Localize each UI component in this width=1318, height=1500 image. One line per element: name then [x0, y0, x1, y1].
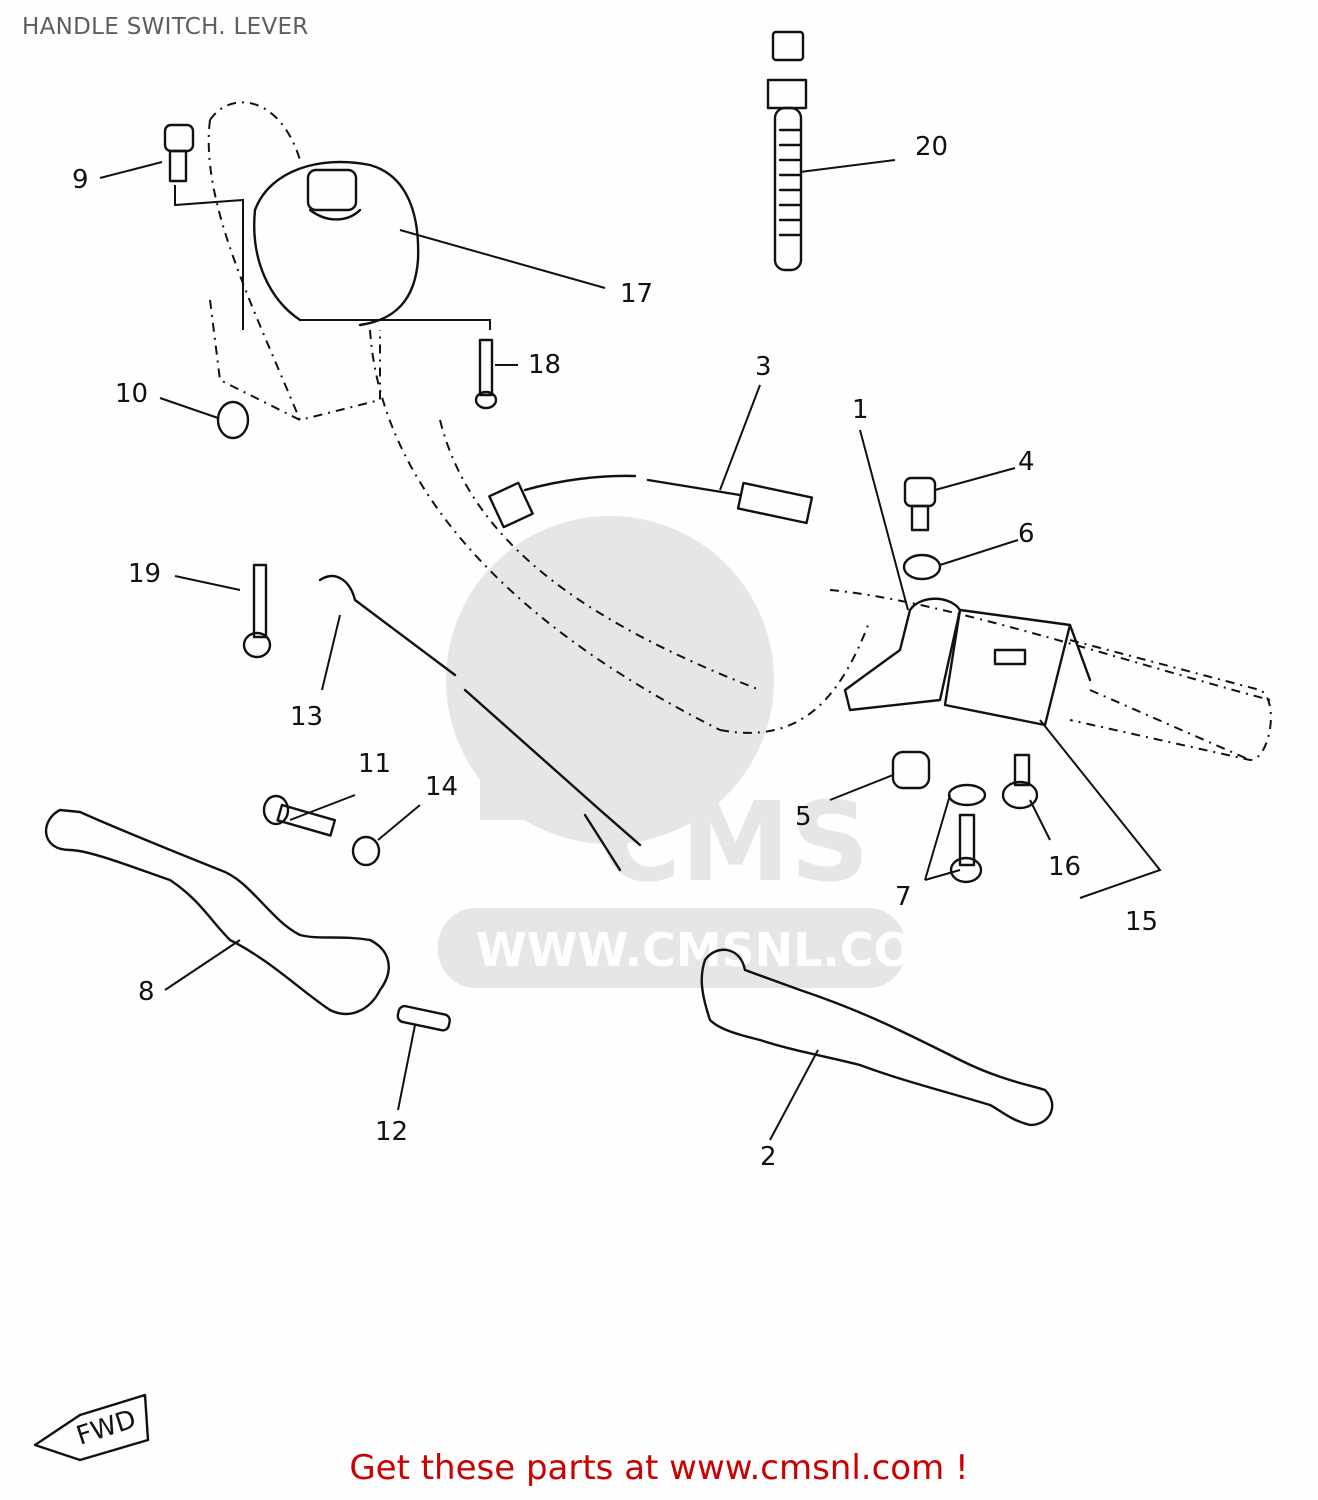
- callout-9: 9: [72, 165, 89, 195]
- callout-6: 6: [1018, 519, 1035, 549]
- callout-10: 10: [115, 379, 148, 409]
- cms-watermark: CMS WWW.CMSNL.COM: [438, 516, 959, 988]
- callout-16: 16: [1048, 852, 1081, 882]
- callout-14: 14: [425, 772, 458, 802]
- callout-19: 19: [128, 559, 161, 589]
- callout-13: 13: [290, 702, 323, 732]
- cable-tie: [766, 30, 808, 272]
- callout-17: 17: [620, 279, 653, 309]
- callout-5: 5: [795, 802, 812, 832]
- page-title: HANDLE SWITCH. LEVER: [22, 14, 309, 40]
- handlebar-outline: [207, 101, 1271, 761]
- left-switch-housing: [209, 160, 491, 422]
- switch-cable: [488, 474, 814, 529]
- callout-7: 7: [895, 882, 912, 912]
- callout-12: 12: [375, 1117, 408, 1147]
- cmsnl-link[interactable]: Get these parts at www.cmsnl.com !: [349, 1448, 969, 1488]
- callout-20: 20: [915, 132, 948, 162]
- brake-lever: [700, 948, 1054, 1127]
- callout-1: 1: [852, 395, 869, 425]
- callout-15: 15: [1125, 907, 1158, 937]
- callout-11: 11: [358, 749, 391, 779]
- right-grip: [1069, 639, 1272, 762]
- watermark-logo: CMS: [600, 778, 869, 906]
- callout-2: 2: [760, 1142, 777, 1172]
- callout-4: 4: [1018, 447, 1035, 477]
- footer-cta: Get these parts at www.cmsnl.com !: [0, 1448, 1318, 1488]
- callout-18: 18: [528, 350, 561, 380]
- leader-lines: [99, 159, 1162, 1141]
- callout-8: 8: [138, 977, 155, 1007]
- small-parts: [163, 123, 1039, 1032]
- right-lever-holder: [843, 597, 1092, 727]
- callout-labels: 1 2 3 4 5 6 7 8 9 10 11 12 13 14 15 16 1…: [72, 132, 1158, 1172]
- clutch-lever: [45, 808, 390, 1016]
- callout-3: 3: [755, 352, 772, 382]
